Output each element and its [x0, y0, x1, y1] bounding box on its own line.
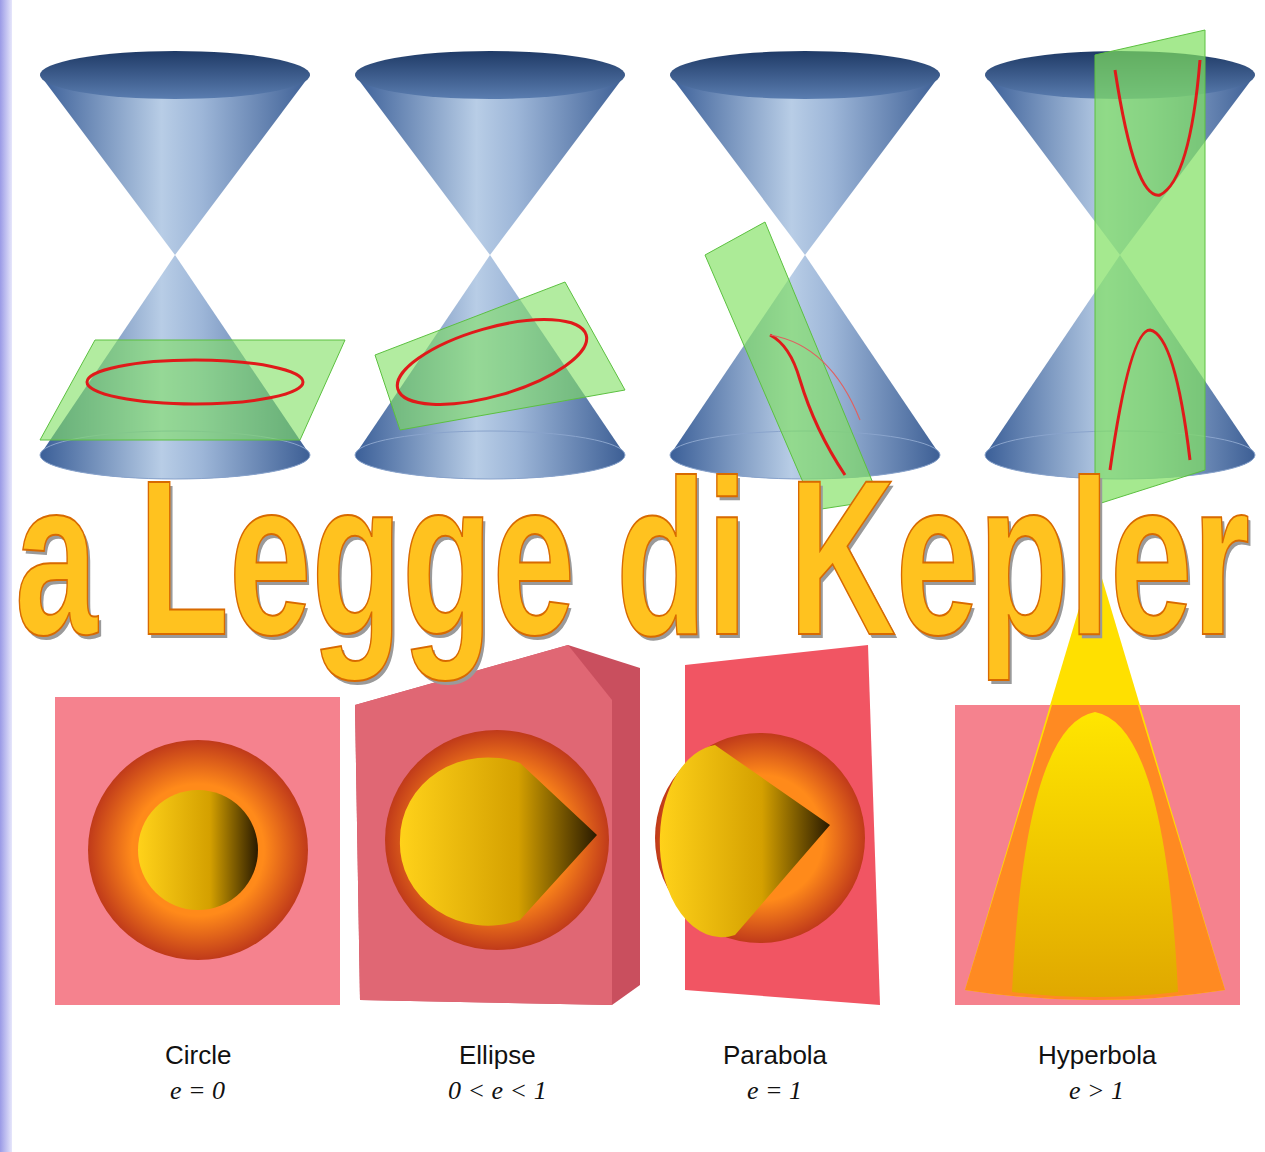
- conic-name: Circle: [165, 1040, 231, 1071]
- eccentricity-label: e > 1: [1069, 1076, 1124, 1106]
- overlay-title: a Legge di Kepler: [15, 448, 1250, 668]
- eccentricity-label: 0 < e < 1: [448, 1076, 547, 1106]
- conic-name: Hyperbola: [1038, 1040, 1157, 1071]
- eccentricity-label: e = 0: [170, 1076, 225, 1106]
- conic-name: Parabola: [723, 1040, 827, 1071]
- conic-name: Ellipse: [459, 1040, 536, 1071]
- eccentricity-label: e = 1: [747, 1076, 802, 1106]
